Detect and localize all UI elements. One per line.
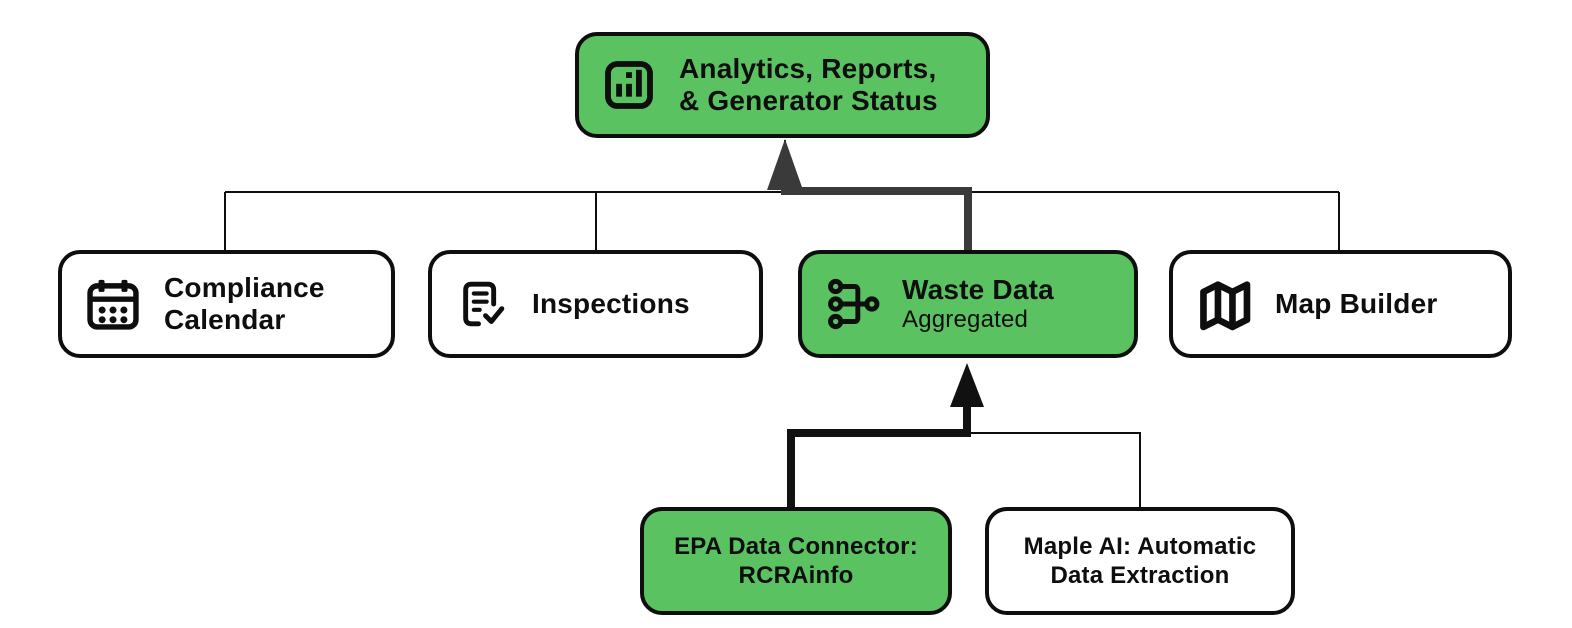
node-map-builder: Map Builder xyxy=(1169,250,1512,358)
node-inspections: Inspections xyxy=(428,250,763,358)
edge-maple-to-waste xyxy=(968,432,1141,507)
edge-epa-to-waste-thick xyxy=(787,402,971,507)
calendar-icon xyxy=(84,275,142,333)
merge-flow-icon xyxy=(824,276,880,332)
folded-map-icon xyxy=(1195,275,1253,333)
node-sublabel: Aggregated xyxy=(902,306,1029,334)
node-waste-data: Waste Data Aggregated xyxy=(798,250,1138,358)
node-epa-data-connector: EPA Data Connector: RCRAinfo xyxy=(640,507,952,615)
bar-chart-icon xyxy=(601,57,657,113)
node-label: Inspections xyxy=(532,288,690,320)
node-analytics-reports: Analytics, Reports, & Generator Status xyxy=(575,32,990,138)
node-label: Map Builder xyxy=(1275,288,1438,320)
arrowhead-epa-to-waste xyxy=(950,363,984,407)
node-label: Compliance Calendar xyxy=(164,272,325,335)
node-label: Maple AI: Automatic Data Extraction xyxy=(1023,532,1257,589)
node-label: Waste Data Aggregated xyxy=(902,274,1054,334)
edge-waste-to-analytics-thick xyxy=(781,186,972,250)
checklist-check-icon xyxy=(454,276,510,332)
node-label: Analytics, Reports, & Generator Status xyxy=(679,53,938,116)
node-maple-ai-extraction: Maple AI: Automatic Data Extraction xyxy=(985,507,1295,615)
node-compliance-calendar: Compliance Calendar xyxy=(58,250,395,358)
node-label: EPA Data Connector: RCRAinfo xyxy=(674,532,918,589)
arrowhead-waste-to-analytics xyxy=(767,139,803,190)
